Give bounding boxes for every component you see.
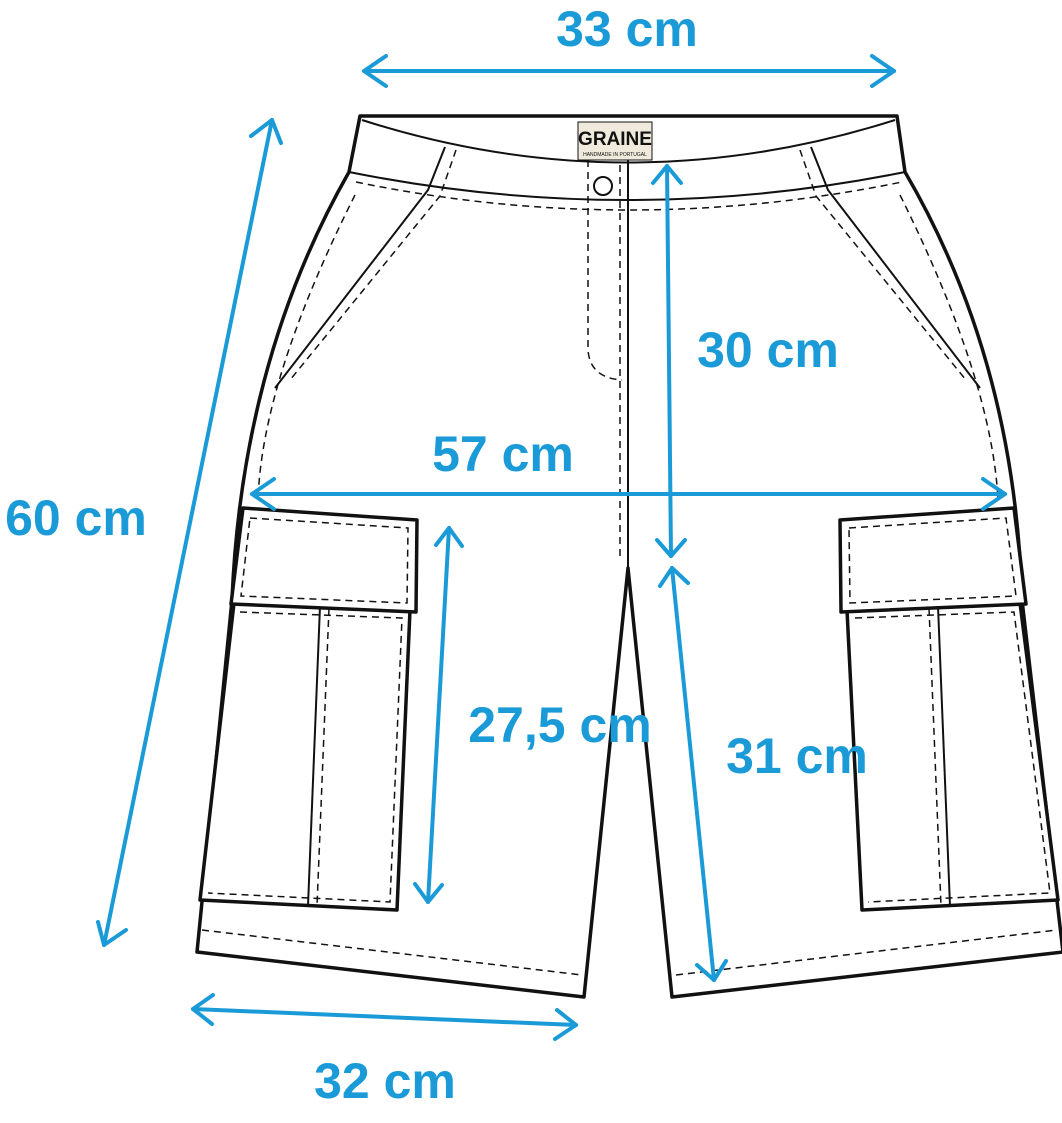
inseam-arrow bbox=[658, 566, 728, 982]
left-cargo-pocket bbox=[198, 506, 419, 912]
right-side-pocket bbox=[810, 146, 981, 389]
rise-label: 30 cm bbox=[697, 322, 839, 378]
total-length-arrow bbox=[96, 118, 283, 947]
pocket-length-arrow bbox=[413, 526, 464, 904]
pocket-length-label: 27,5 cm bbox=[468, 697, 651, 753]
fly-stitch-curve bbox=[587, 160, 623, 381]
hip-width-label: 57 cm bbox=[432, 426, 574, 482]
waist-width-label: 33 cm bbox=[556, 1, 698, 57]
waist-button bbox=[593, 176, 613, 196]
right-side-seam-stitch bbox=[899, 194, 999, 501]
dimension-arrows bbox=[96, 54, 1007, 1041]
left-side-pocket bbox=[274, 146, 446, 389]
shorts-drawing: GRAINE HANDMADE IN PORTUGAL bbox=[195, 114, 1062, 999]
waistband-stitch bbox=[355, 181, 903, 211]
right-cargo-pocket bbox=[838, 506, 1060, 912]
left-side-seam-stitch bbox=[257, 194, 356, 501]
leg-opening-arrow bbox=[191, 993, 578, 1041]
brand-label: GRAINE HANDMADE IN PORTUGAL bbox=[577, 121, 653, 161]
hip-width-arrow bbox=[250, 477, 1007, 511]
brand-label-subtext: HANDMADE IN PORTUGAL bbox=[583, 152, 647, 158]
inseam-label: 31 cm bbox=[726, 728, 868, 784]
left-side-pocket-stitch bbox=[289, 149, 457, 381]
shorts-outline bbox=[195, 114, 1062, 999]
leg-opening-label: 32 cm bbox=[314, 1053, 456, 1109]
left-pocket-flap bbox=[229, 506, 419, 614]
total-length-label: 60 cm bbox=[5, 490, 147, 546]
waist-width-arrow bbox=[362, 54, 896, 88]
right-pocket-flap bbox=[838, 506, 1028, 614]
left-hem-stitch bbox=[201, 929, 583, 976]
right-side-pocket-stitch bbox=[799, 149, 967, 381]
rise-arrow bbox=[651, 164, 687, 558]
right-hem-stitch bbox=[675, 929, 1058, 976]
dimension-labels: 33 cm 60 cm 30 cm 57 cm 27,5 cm 31 cm 32… bbox=[5, 1, 868, 1109]
brand-label-text: GRAINE bbox=[578, 129, 652, 150]
